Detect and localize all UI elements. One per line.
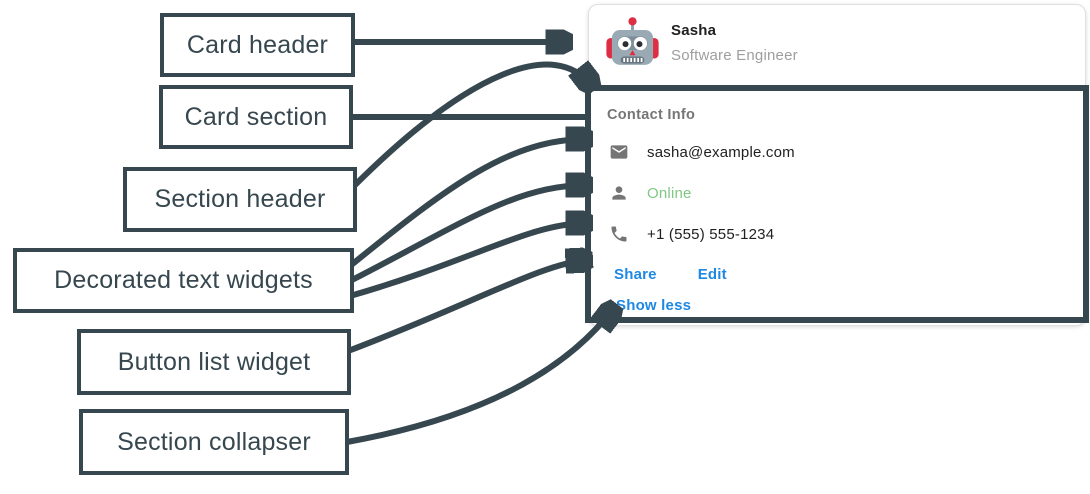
label-card-section: Card section <box>159 85 353 149</box>
user-name: Sasha <box>671 22 717 39</box>
status-row: Online <box>607 181 1083 205</box>
email-icon <box>607 140 631 164</box>
label-section-header: Section header <box>123 167 357 232</box>
arrow-decorated-status <box>348 185 588 284</box>
card-header-text: Sasha Software Engineer <box>671 22 798 64</box>
card-header: Sasha Software Engineer <box>589 5 1085 81</box>
robot-avatar-icon <box>606 16 659 65</box>
arrow-decorated-phone <box>349 223 588 299</box>
email-text: sasha@example.com <box>647 143 795 161</box>
section-header-title: Contact Info <box>607 107 696 123</box>
phone-icon <box>607 222 631 246</box>
share-button[interactable]: Share <box>614 266 657 283</box>
phone-text: +1 (555) 555-1234 <box>647 225 775 243</box>
user-title: Software Engineer <box>671 47 798 64</box>
arrow-section-collapser <box>346 308 614 445</box>
section-collapser-link[interactable]: Show less <box>616 297 692 314</box>
profile-card: Sasha Software Engineer Contact Info sas… <box>585 4 1089 326</box>
edit-button[interactable]: Edit <box>697 266 727 283</box>
label-card-header: Card header <box>160 13 355 77</box>
card-section: Contact Info sasha@example.com Online +1… <box>585 85 1089 323</box>
email-row: sasha@example.com <box>607 140 1083 164</box>
label-section-collapser: Section collapser <box>79 409 349 475</box>
status-text: Online <box>647 184 692 202</box>
label-button-list-widget: Button list widget <box>77 329 351 395</box>
arrow-button-list <box>346 260 588 354</box>
phone-row: +1 (555) 555-1234 <box>607 222 1083 246</box>
label-decorated-text-widgets: Decorated text widgets <box>13 248 354 313</box>
person-icon <box>607 181 631 205</box>
arrow-decorated-email <box>348 139 588 269</box>
arrow-section-header <box>349 65 592 191</box>
button-list-widget: Share Edit <box>614 266 1083 283</box>
